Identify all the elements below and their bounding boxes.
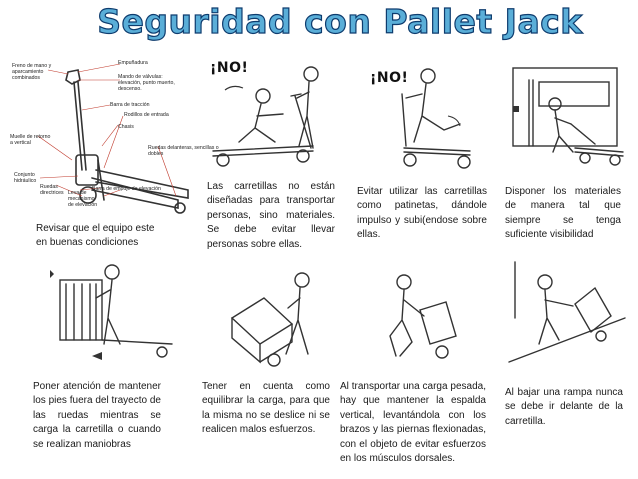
label-ruedas-dir: Ruedas [40,184,58,190]
label-freno-3: combinados [12,75,40,81]
label-mando-2: elevación, punto muerto, [118,80,175,86]
label-muelle: Muelle de retorno [10,134,51,140]
feet-illustration [40,260,190,368]
label-ruedas-sencillas-2: dobles [148,151,164,157]
label-ruedas-dir-2: directrices [40,190,64,196]
label-chasis: Chasis [118,124,134,130]
label-muelle-2: a vertical [10,140,31,146]
label-ruedas-sencillas: Ruedas delanteras, sencillas o [148,145,219,151]
pallet-jack-diagram-graphic [37,63,189,214]
label-freno-2: aparcamiento [12,69,44,75]
page-title: Seguridad con Pallet Jack [97,1,583,41]
no-ride-illustration [203,56,343,174]
caption-personas: Las carretillas no están diseñadas para … [207,181,335,250]
balance-illustration [204,258,344,373]
label-conjunto-2: hidráulico [14,178,37,184]
no-badge-2: ¡NO! [370,70,409,86]
label-empunadura: Empuñadura [118,60,148,66]
label-mando: Mando de válvulas: [118,74,163,80]
label-freno: Freno de mano y [12,63,52,69]
caption-equilibrar: Tener en cuenta como equilibrar la carga… [202,381,330,436]
label-barra-traccion: Barra de tracción [110,102,150,108]
visibility-illustration [505,60,630,170]
no-skate-illustration [360,56,490,171]
label-rodillos: Rodillos de entrada [124,112,169,118]
no-badge-1: ¡NO! [210,60,249,76]
ramp-illustration [505,258,630,368]
caption-pies: Poner atención de mantener los pies fuer… [33,381,161,450]
label-leva-3: de elevación [68,202,98,208]
caption-patinetas: Evitar utilizar las carretillas como pat… [357,186,487,241]
label-leva-2: mecanismo [68,196,95,202]
label-leva: Leva de [68,190,87,196]
caption-espalda: Al transportar una carga pesada, hay que… [340,381,486,465]
caption-visibilidad: Disponer los materiales de manera tal qu… [505,186,621,241]
label-barra-empuje: Barra de empuje de elevación [92,186,161,192]
posture-illustration [360,262,480,372]
label-conjunto: Conjunto [14,172,35,178]
pallet-jack-diagram [8,50,200,225]
label-mando-3: descenso. [118,86,142,92]
caption-revisar: Revisar que el equipo este en buenas con… [36,223,155,249]
caption-rampa: Al bajar una rampa nunca se debe ir dela… [505,387,623,427]
